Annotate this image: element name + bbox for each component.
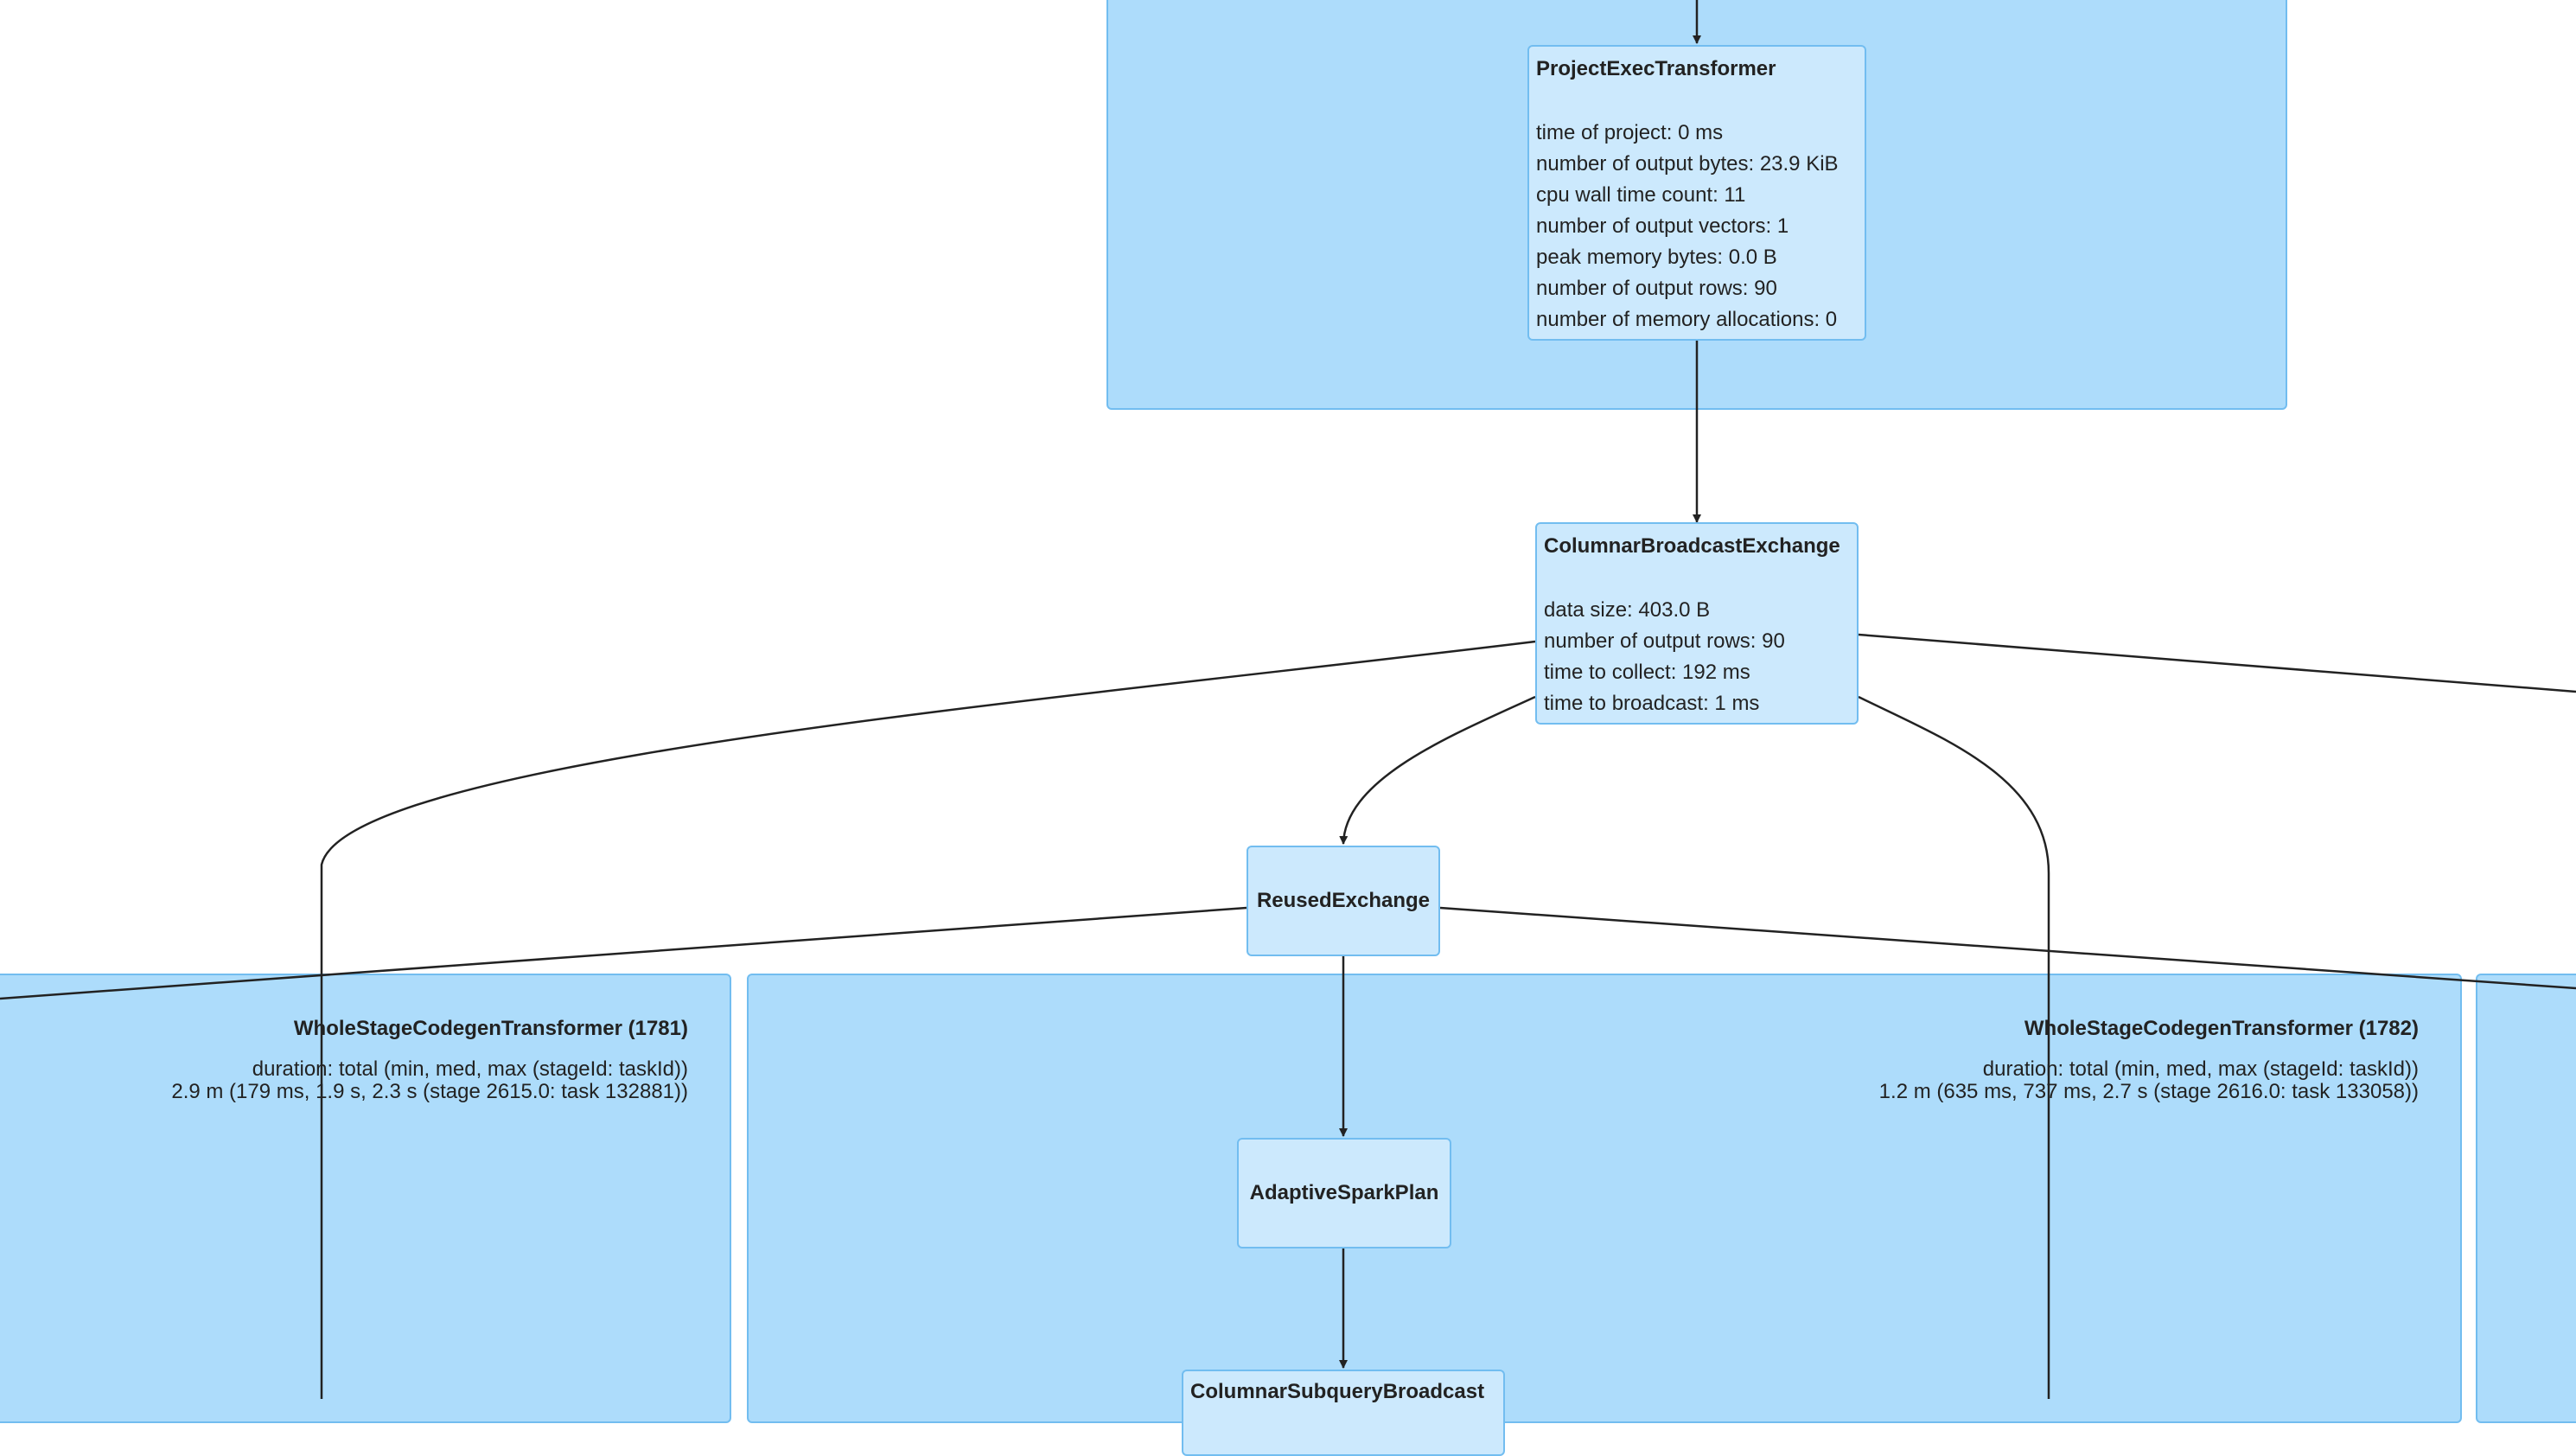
metric: peak memory bytes: 0.0 B: [1536, 246, 1777, 269]
cluster-wsc-1782: WholeStageCodegenTransformer (1782) dura…: [747, 974, 2462, 1423]
metric: cpu wall time count: 11: [1536, 183, 1746, 207]
metric: number of output bytes: 23.9 KiB: [1536, 152, 1839, 176]
metric: number of output rows: 90: [1536, 277, 1777, 300]
node-columnar-subquery-broadcast[interactable]: ColumnarSubqueryBroadcast: [1182, 1370, 1505, 1456]
node-reused-exchange[interactable]: ReusedExchange: [1247, 846, 1440, 956]
metric: number of output vectors: 1: [1536, 214, 1789, 238]
edge-broadcast-far-right: [1858, 633, 2576, 693]
cluster-wsc-1781: WholeStageCodegenTransformer (1781) dura…: [0, 974, 731, 1423]
metric: number of output rows: 90: [1544, 629, 1785, 653]
duration-value: 1.2 m (635 ms, 737 ms, 2.7 s (stage 2616…: [1878, 1080, 2419, 1103]
node-columnar-broadcast-exchange[interactable]: ColumnarBroadcastExchange data size: 403…: [1535, 522, 1859, 725]
edge-broadcast-to-reused: [1339, 695, 1536, 845]
node-metrics: data size: 403.0 B number of output rows…: [1544, 595, 1785, 719]
node-project-exec-transformer[interactable]: ProjectExecTransformer time of project: …: [1527, 45, 1866, 341]
cluster-right-partial: [2476, 974, 2576, 1423]
node-title: ColumnarBroadcastExchange: [1544, 534, 1840, 558]
node-title: ProjectExecTransformer: [1536, 57, 1776, 80]
metric: time of project: 0 ms: [1536, 121, 1724, 144]
metric: time to broadcast: 1 ms: [1544, 692, 1760, 715]
node-title: ColumnarSubqueryBroadcast: [1190, 1380, 1485, 1403]
node-adaptive-spark-plan[interactable]: AdaptiveSparkPlan: [1237, 1138, 1451, 1248]
metric: number of memory allocations: 0: [1536, 308, 1838, 331]
cluster-duration: duration: total (min, med, max (stageId:…: [1879, 1058, 2419, 1103]
metric: time to collect: 192 ms: [1544, 661, 1750, 684]
node-title: AdaptiveSparkPlan: [1249, 1181, 1439, 1204]
cluster-duration: duration: total (min, med, max (stageId:…: [171, 1058, 688, 1103]
duration-header: duration: total (min, med, max (stageId:…: [1982, 1057, 2419, 1081]
duration-header: duration: total (min, med, max (stageId:…: [252, 1057, 688, 1081]
metric: data size: 403.0 B: [1544, 598, 1711, 622]
node-metrics: time of project: 0 ms number of output b…: [1536, 118, 1839, 335]
cluster-title: WholeStageCodegenTransformer (1782): [2024, 1017, 2419, 1040]
node-title: ReusedExchange: [1256, 889, 1431, 912]
cluster-title: WholeStageCodegenTransformer (1781): [293, 1017, 688, 1040]
duration-value: 2.9 m (179 ms, 1.9 s, 2.3 s (stage 2615.…: [171, 1080, 688, 1103]
